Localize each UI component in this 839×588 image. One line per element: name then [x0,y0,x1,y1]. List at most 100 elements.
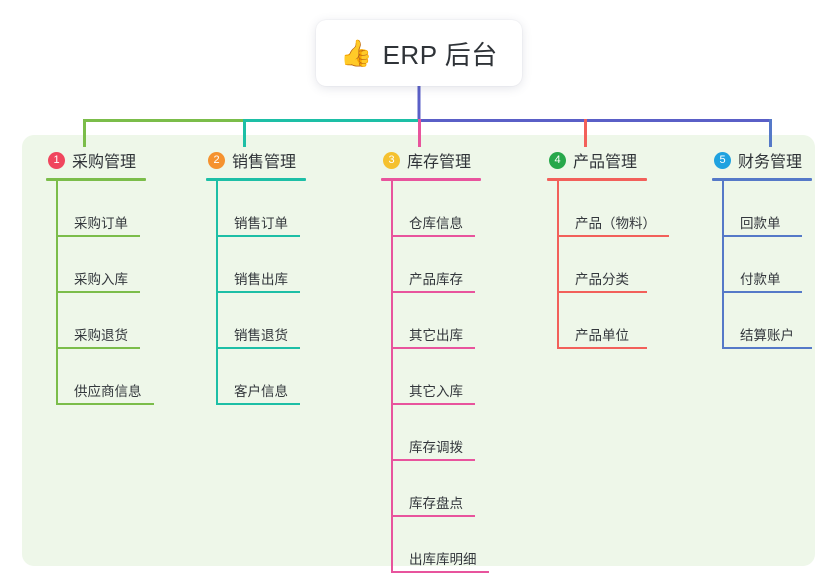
branch-item-underline [391,403,475,405]
branch-header-5[interactable]: 5 财务管理 [712,148,839,172]
branch-column-5: 5 财务管理 回款单 付款单 结算账户 [712,148,839,349]
branch-badge-1: 1 [48,151,65,169]
branch-items-4: 产品（物料） 产品分类 产品单位 [547,181,717,349]
branch-item-label: 产品库存 [409,272,463,287]
branch-column-1: 1 采购管理 采购订单 采购入库 采购退货 供应商信息 [46,148,196,405]
branch-item[interactable]: 采购退货 [46,293,196,349]
branch-item[interactable]: 销售退货 [206,293,356,349]
branch-item-underline [56,291,140,293]
branch-item-label: 付款单 [740,272,781,287]
branch-item-underline [557,235,669,237]
branch-item-label: 回款单 [740,216,781,231]
branch-item-label: 库存调拨 [409,440,463,455]
branch-item-label: 销售退货 [234,328,288,343]
branch-title-4: 产品管理 [573,154,638,171]
branch-item-label: 销售订单 [234,216,288,231]
branch-item-label: 产品分类 [575,272,629,287]
branch-item-underline [56,347,140,349]
branch-title-2: 销售管理 [232,154,297,171]
branch-item-label: 客户信息 [234,384,288,399]
branch-title-5: 财务管理 [738,154,803,171]
thumbs-up-icon: 👍 [340,38,373,68]
branch-item[interactable]: 出库库明细 [381,517,541,573]
branch-item-label: 采购订单 [74,216,128,231]
branch-badge-4: 4 [549,151,566,169]
branch-item-label: 其它出库 [409,328,463,343]
branch-item[interactable]: 付款单 [712,237,839,293]
branch-header-2[interactable]: 2 销售管理 [206,148,356,172]
branch-item[interactable]: 结算账户 [712,293,839,349]
branch-spine [722,181,724,349]
branch-items-1: 采购订单 采购入库 采购退货 供应商信息 [46,181,196,405]
branch-badge-2: 2 [208,151,225,169]
branch-underline-5 [712,178,812,181]
branch-item-underline [391,571,489,573]
branch-item[interactable]: 客户信息 [206,349,356,405]
branch-item-underline [722,347,812,349]
branch-item-underline [216,235,300,237]
branch-item-underline [391,291,475,293]
branch-underline-4 [547,178,647,181]
branch-item[interactable]: 库存调拨 [381,405,541,461]
branch-item[interactable]: 销售订单 [206,181,356,237]
branch-item[interactable]: 产品库存 [381,237,541,293]
branch-item[interactable]: 销售出库 [206,237,356,293]
branch-item-underline [391,515,475,517]
branch-items-2: 销售订单 销售出库 销售退货 客户信息 [206,181,356,405]
branch-underline-3 [381,178,481,181]
branch-item-label: 产品（物料） [575,216,656,231]
branch-item-underline [391,459,475,461]
branch-item-underline [391,347,475,349]
branch-item-label: 仓库信息 [409,216,463,231]
branch-item-label: 采购入库 [74,272,128,287]
branch-item[interactable]: 产品单位 [547,293,717,349]
branch-item[interactable]: 产品分类 [547,237,717,293]
branch-item[interactable]: 采购入库 [46,237,196,293]
branch-item-underline [557,291,647,293]
branch-column-2: 2 销售管理 销售订单 销售出库 销售退货 客户信息 [206,148,356,405]
branch-header-3[interactable]: 3 库存管理 [381,148,541,172]
branch-item[interactable]: 回款单 [712,181,839,237]
branch-item-label: 其它入库 [409,384,463,399]
root-node-erp-backend[interactable]: 👍 ERP 后台 [316,20,522,86]
branch-spine [216,181,218,405]
root-node-title: ERP 后台 [382,39,498,70]
branch-item[interactable]: 供应商信息 [46,349,196,405]
branch-header-4[interactable]: 4 产品管理 [547,148,717,172]
branch-item-label: 库存盘点 [409,496,463,511]
branch-item-label: 产品单位 [575,328,629,343]
branch-title-3: 库存管理 [407,154,472,171]
branch-item[interactable]: 采购订单 [46,181,196,237]
diagram-background-panel [22,135,815,566]
branch-item[interactable]: 仓库信息 [381,181,541,237]
branch-item-underline [56,235,140,237]
branch-item-label: 供应商信息 [74,384,142,399]
branch-column-3: 3 库存管理 仓库信息 产品库存 其它出库 其它入库 库存调拨 [381,148,541,573]
branch-item[interactable]: 其它入库 [381,349,541,405]
branch-items-3: 仓库信息 产品库存 其它出库 其它入库 库存调拨 库存盘点 [381,181,541,573]
branch-item-underline [216,347,300,349]
branch-column-4: 4 产品管理 产品（物料） 产品分类 产品单位 [547,148,717,349]
branch-badge-3: 3 [383,151,400,169]
branch-item-underline [722,291,802,293]
branch-item-underline [56,403,154,405]
branch-item-label: 销售出库 [234,272,288,287]
branch-underline-2 [206,178,306,181]
branch-item-underline [216,403,300,405]
branch-header-1[interactable]: 1 采购管理 [46,148,196,172]
branch-spine [391,181,393,573]
branch-spine [56,181,58,405]
branch-item-underline [216,291,300,293]
branch-item-underline [557,347,647,349]
branch-item[interactable]: 其它出库 [381,293,541,349]
branch-item-label: 结算账户 [740,328,794,343]
branch-items-5: 回款单 付款单 结算账户 [712,181,839,349]
branch-item-label: 出库库明细 [409,552,477,567]
branch-item[interactable]: 产品（物料） [547,181,717,237]
branch-title-1: 采购管理 [72,154,137,171]
branch-item[interactable]: 库存盘点 [381,461,541,517]
branch-spine [557,181,559,349]
branch-item-label: 采购退货 [74,328,128,343]
branch-underline-1 [46,178,146,181]
